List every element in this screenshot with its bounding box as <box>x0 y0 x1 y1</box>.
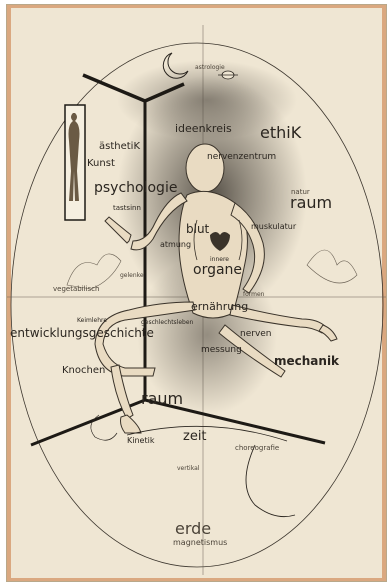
label-kinetik: Kinetik <box>127 437 154 445</box>
label-organe: organe <box>193 263 242 277</box>
drawing-sheet: astrologie ideenkreis ethiK ästhetiK Kun… <box>6 4 387 582</box>
label-gelenke: gelenke <box>120 273 144 279</box>
figure-foot-left <box>121 415 142 433</box>
plant-right <box>307 250 357 283</box>
label-tastsinn: tastsinn <box>113 205 141 212</box>
label-muskulatur: muskulatur <box>251 223 296 231</box>
illustration <box>7 5 387 582</box>
label-ethik: ethiK <box>260 125 301 141</box>
label-zeit: zeit <box>183 430 207 443</box>
label-knochen: Knochen <box>62 366 105 376</box>
label-kunst: Kunst <box>87 159 115 169</box>
label-choreografie: choreografie <box>235 445 279 452</box>
label-nervenzentrum: nervenzentrum <box>207 153 276 162</box>
label-vertikal: vertikal <box>177 466 199 472</box>
label-blut: blut <box>186 223 209 235</box>
swirl <box>91 415 117 440</box>
label-ideenkreis: ideenkreis <box>175 123 232 134</box>
label-asthetik: ästhetiK <box>99 142 140 152</box>
label-vegetabilisch: vegetabilisch <box>53 286 99 293</box>
label-psychologie: psychologie <box>94 181 177 195</box>
label-erde: erde <box>175 521 211 537</box>
label-mechanik: mechanik <box>274 355 339 367</box>
label-formen: formen <box>243 292 264 298</box>
label-raum-bottom: raum <box>141 391 183 407</box>
label-entwicklungsgeschichte: entwicklungsgeschichte <box>10 327 154 339</box>
label-atmung: atmung <box>160 241 191 249</box>
label-ernahrung: ernährung <box>191 301 248 312</box>
choreo-curve <box>246 445 295 517</box>
label-keimlehre: Keimlehre <box>77 318 107 324</box>
label-astrologie: astrologie <box>195 65 225 71</box>
label-raum-top: raum <box>290 195 332 211</box>
label-magnetismus: magnetismus <box>173 539 227 547</box>
label-messung: messung <box>201 346 242 355</box>
label-nerven: nerven <box>240 330 272 339</box>
plant-left <box>67 254 121 289</box>
